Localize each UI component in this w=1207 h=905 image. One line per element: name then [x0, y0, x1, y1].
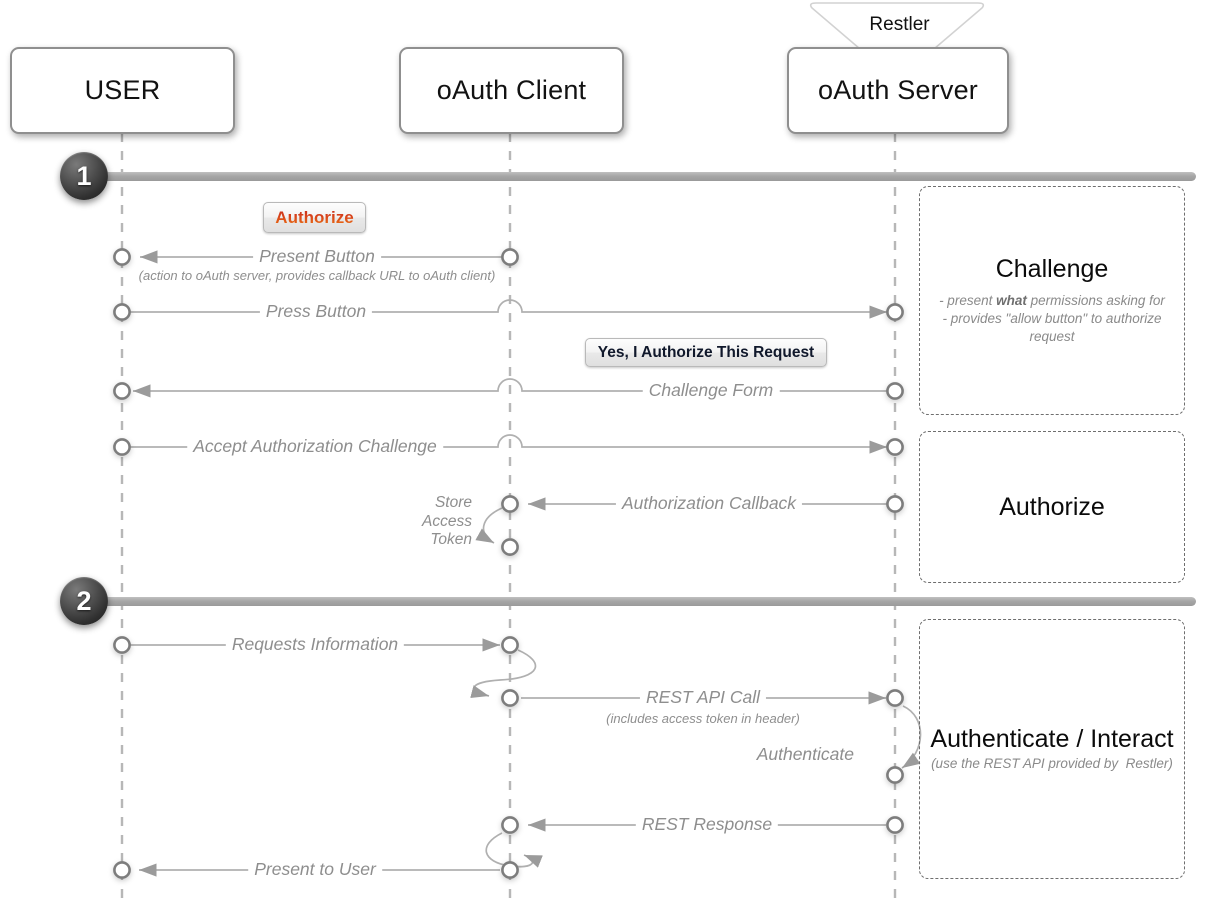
- yes-authorize-request-button[interactable]: Yes, I Authorize This Request: [585, 338, 827, 367]
- arrow-client-internal: [470, 649, 537, 698]
- phase-box-authorize: Authorize: [919, 431, 1185, 583]
- actor-box-oauth-server[interactable]: oAuth Server: [787, 47, 1009, 134]
- message-label-present-to-user: Present to User: [248, 859, 382, 880]
- message-label-rest-api-call: REST API Call: [639, 687, 767, 708]
- authorize-button[interactable]: Authorize: [263, 202, 366, 233]
- node-client-present-button: [501, 248, 519, 266]
- phase-title-challenge: Challenge: [995, 255, 1109, 284]
- self-note-line-store: Store: [434, 494, 472, 511]
- actor-label-user: USER: [84, 75, 161, 105]
- actor-box-oauth-client[interactable]: oAuth Client: [399, 47, 624, 134]
- node-server-authenticate: [886, 766, 904, 784]
- message-nodes: [113, 248, 904, 879]
- node-user-press-button: [113, 303, 131, 321]
- arrow-authenticate: [901, 705, 922, 769]
- node-client-requests-info: [501, 636, 519, 654]
- lifelines: [120, 133, 897, 898]
- node-user-accept-challenge: [113, 438, 131, 456]
- message-label-challenge-form: Challenge Form: [642, 380, 780, 401]
- message-sublabel-rest-api-call: (includes access token in header): [602, 711, 804, 726]
- node-server-accept-challenge: [886, 438, 904, 456]
- phase-title-authorize: Authorize: [999, 493, 1105, 521]
- arrow-challenge-form: [132, 378, 887, 398]
- node-server-rest-api-call: [886, 689, 904, 707]
- node-client-auth-callback: [501, 495, 519, 513]
- step-bar-2: [98, 597, 1196, 606]
- phase-subtext-authenticate-interact: (use the REST API provided by Restler): [931, 756, 1173, 772]
- step-bar-1: [98, 172, 1196, 181]
- challenge-sub-part-2: permissions asking for: [1026, 293, 1165, 309]
- arrow-store-access-token: [475, 507, 503, 544]
- self-note-line-access: Access: [422, 512, 472, 530]
- node-user-challenge-form: [113, 382, 131, 400]
- message-sublabel-present-button: (action to oAuth server, provides callba…: [134, 268, 500, 283]
- node-user-present-to-user: [113, 861, 131, 879]
- message-label-press-button: Press Button: [259, 301, 373, 322]
- node-client-present-to-user: [501, 861, 519, 879]
- message-label-accept-challenge: Accept Authorization Challenge: [187, 436, 443, 457]
- authorize-button-label: Authorize: [275, 207, 354, 227]
- phase-title-authenticate-interact: Authenticate / Interact: [930, 725, 1174, 754]
- actor-box-user[interactable]: USER: [10, 47, 235, 134]
- node-server-auth-callback: [886, 495, 904, 513]
- actor-label-oauth-server: oAuth Server: [818, 75, 978, 105]
- phase-subtext-challenge: - present what permissions asking for - …: [930, 292, 1174, 345]
- arrow-press-button: [130, 299, 888, 319]
- actor-label-oauth-client: oAuth Client: [436, 75, 587, 105]
- message-label-present-button: Present Button: [253, 246, 381, 267]
- message-label-authorization-callback: Authorization Callback: [615, 493, 803, 514]
- node-user-requests-info: [113, 636, 131, 654]
- step-number-1: 1: [76, 160, 92, 191]
- self-note-line-token: Token: [430, 531, 472, 549]
- node-server-press-button: [886, 303, 904, 321]
- self-note-store-access-token: Store Access Token: [410, 494, 472, 550]
- challenge-sub-part-1: - present: [939, 293, 997, 309]
- challenge-sub-emphasis: what: [996, 293, 1027, 309]
- yes-authorize-request-button-label: Yes, I Authorize This Request: [597, 343, 815, 361]
- node-client-rest-api-call: [501, 689, 519, 707]
- arrow-accept-challenge: [130, 434, 888, 454]
- phase-box-authenticate-interact: Authenticate / Interact (use the REST AP…: [919, 619, 1185, 879]
- challenge-sub-part-3: - provides "allow button" to authorize r…: [942, 311, 1162, 344]
- self-note-authenticate: Authenticate: [750, 744, 860, 765]
- node-client-store-token: [501, 538, 519, 556]
- step-number-2: 2: [76, 585, 92, 616]
- message-label-requests-information: Requests Information: [225, 634, 405, 655]
- step-badge-2: 2: [60, 577, 108, 625]
- node-user-present-button: [113, 248, 131, 266]
- node-server-challenge-form: [886, 382, 904, 400]
- node-client-rest-response: [501, 816, 519, 834]
- phase-box-challenge: Challenge - present what permissions ask…: [919, 186, 1185, 415]
- restler-callout-label: Restler: [869, 14, 930, 35]
- node-server-rest-response: [886, 816, 904, 834]
- step-badge-1: 1: [60, 152, 108, 200]
- message-label-rest-response: REST Response: [635, 814, 779, 835]
- step-separator-bars: [98, 172, 1196, 606]
